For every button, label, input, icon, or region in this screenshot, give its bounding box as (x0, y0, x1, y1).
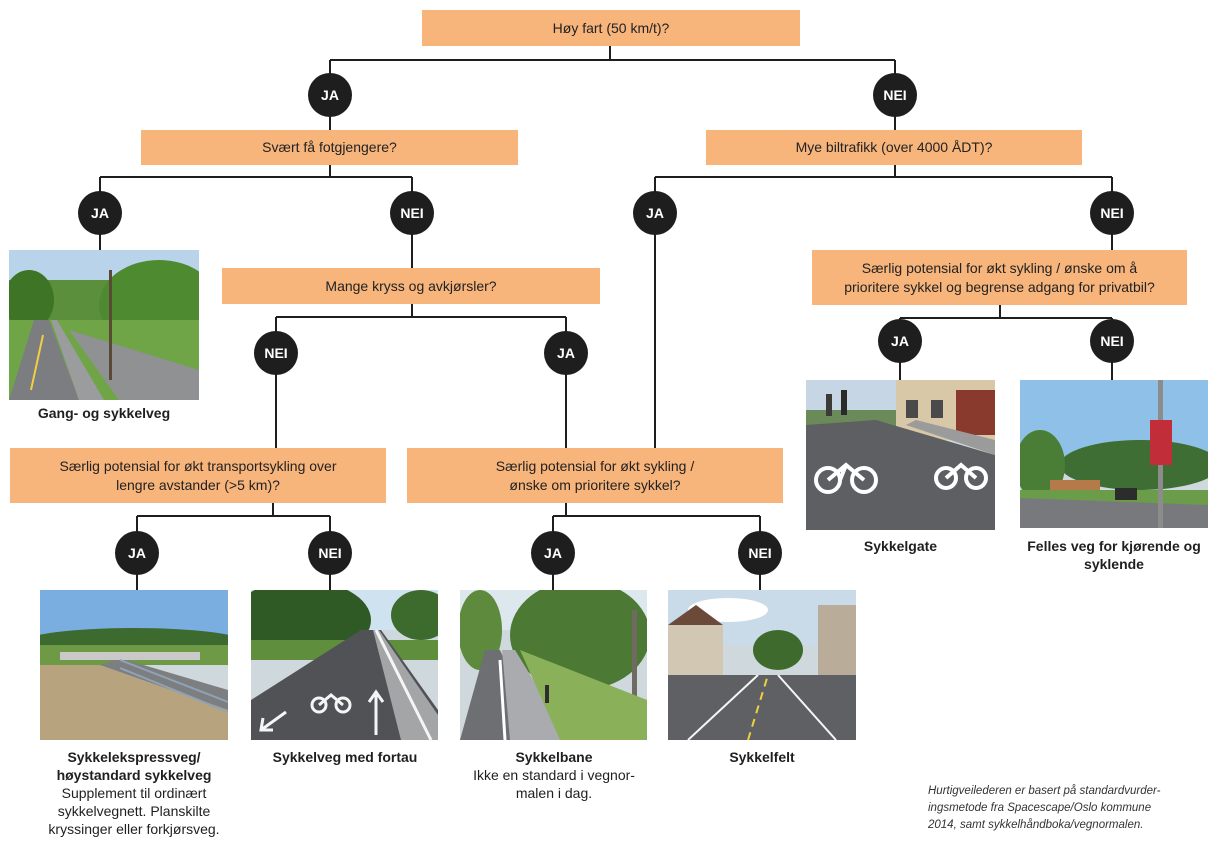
question-prioritize-bike-line1: Særlig potensial for økt sykling / (495, 457, 695, 474)
question-speed: Høy fart (50 km/t)? (422, 10, 800, 46)
photo-sykkelveg-med-fortau (251, 590, 438, 740)
answer-node-yes: JA (878, 319, 922, 363)
answer-node-no: NEI (308, 531, 352, 575)
photo-sykkelekspressveg (40, 590, 228, 740)
answer-node-no: NEI (1090, 319, 1134, 363)
photo-sykkelbane (460, 590, 647, 740)
outcome-sykkelekspressveg-desc1: Supplement til ordinært (61, 785, 207, 801)
outcome-sykkelveg-med-fortau: Sykkelveg med fortau (245, 748, 445, 766)
outcome-gang-og-sykkelveg-title: Gang- og sykkelveg (37, 405, 171, 421)
outcome-sykkelgate: Sykkelgate (806, 537, 995, 555)
footnote-line3: 2014, samt sykkelhåndboka/vegnormalen. (928, 819, 1144, 831)
footnote-line1: Hurtigveilederen er basert på standardvu… (928, 785, 1161, 797)
footnote: Hurtigveilederen er basert på standardvu… (928, 783, 1204, 834)
photo-sykkelgate (806, 380, 995, 530)
question-heavy-traffic-text: Mye biltrafikk (over 4000 ÅDT)? (795, 139, 993, 155)
answer-node-yes: JA (115, 531, 159, 575)
answer-node-yes: JA (544, 331, 588, 375)
answer-node-yes: JA (78, 191, 122, 235)
outcome-sykkelekspressveg-line2: høystandard sykkelveg (56, 767, 212, 783)
photo-gang-og-sykkelveg (9, 250, 199, 400)
outcome-sykkelekspressveg-line1: Sykkelekspressveg/ (67, 749, 201, 765)
outcome-felles-veg-line1: Felles veg for kjørende og (1027, 538, 1201, 554)
outcome-sykkelbane-desc1: Ikke en standard i vegnor- (473, 767, 635, 783)
question-few-pedestrians: Svært få fotgjengere? (141, 130, 518, 165)
question-prioritize-bike: Særlig potensial for økt sykling / ønske… (407, 448, 783, 503)
question-transport-cycling-line1: Særlig potensial for økt transportsyklin… (59, 457, 337, 474)
answer-node-no: NEI (873, 73, 917, 117)
photo-sykkelfelt (668, 590, 856, 740)
answer-node-yes: JA (531, 531, 575, 575)
question-prioritize-bike-line2: ønske om prioritere sykkel? (509, 476, 681, 493)
outcome-sykkelbane-desc2: malen i dag. (515, 785, 593, 801)
question-many-crossings: Mange kryss og avkjørsler? (222, 268, 600, 304)
outcome-felles-veg: Felles veg for kjørende og syklende (1016, 537, 1208, 573)
question-speed-text: Høy fart (50 km/t)? (552, 19, 670, 36)
outcome-sykkelekspressveg-desc2: sykkelvegnett. Planskilte (57, 803, 211, 819)
outcome-sykkelekspressveg: Sykkelekspressveg/ høystandard sykkelveg… (22, 748, 246, 838)
question-prioritize-bike-line1: Særlig potensial for økt sykling / ønske… (861, 259, 1138, 276)
outcome-sykkelfelt-title: Sykkelfelt (729, 749, 795, 765)
answer-node-no: NEI (254, 331, 298, 375)
outcome-sykkelfelt: Sykkelfelt (668, 748, 856, 766)
question-transport-cycling-long-distance: Særlig potensial for økt transportsyklin… (10, 448, 386, 503)
outcome-sykkelbane: Sykkelbane Ikke en standard i vegnor- ma… (454, 748, 654, 802)
question-transport-cycling-line2: lengre avstander (>5 km)? (116, 476, 280, 493)
outcome-felles-veg-line2: syklende (1084, 556, 1144, 572)
outcome-sykkelekspressveg-desc3: kryssinger eller forkjørsveg. (48, 821, 220, 837)
question-prioritize-bike-line2: prioritere sykkel og begrense adgang for… (844, 278, 1155, 295)
outcome-sykkelgate-title: Sykkelgate (863, 538, 938, 554)
outcome-sykkelbane-title: Sykkelbane (515, 749, 593, 765)
answer-node-yes: JA (633, 191, 677, 235)
answer-node-no: NEI (738, 531, 782, 575)
answer-node-yes: JA (308, 73, 352, 117)
answer-node-no: NEI (1090, 191, 1134, 235)
answer-node-no: NEI (390, 191, 434, 235)
question-many-crossings-text: Mange kryss og avkjørsler? (325, 277, 497, 294)
question-heavy-traffic: Mye biltrafikk (over 4000 ÅDT)? (706, 130, 1082, 165)
question-few-pedestrians-text: Svært få fotgjengere? (262, 139, 397, 155)
question-prioritize-bike-restrict-cars: Særlig potensial for økt sykling / ønske… (812, 250, 1187, 305)
footnote-line2: ingsmetode fra Spacescape/Oslo kommune (928, 802, 1152, 814)
outcome-gang-og-sykkelveg: Gang- og sykkelveg (9, 404, 199, 422)
outcome-sykkelveg-med-fortau-title: Sykkelveg med fortau (272, 749, 418, 765)
photo-felles-veg (1020, 380, 1208, 528)
